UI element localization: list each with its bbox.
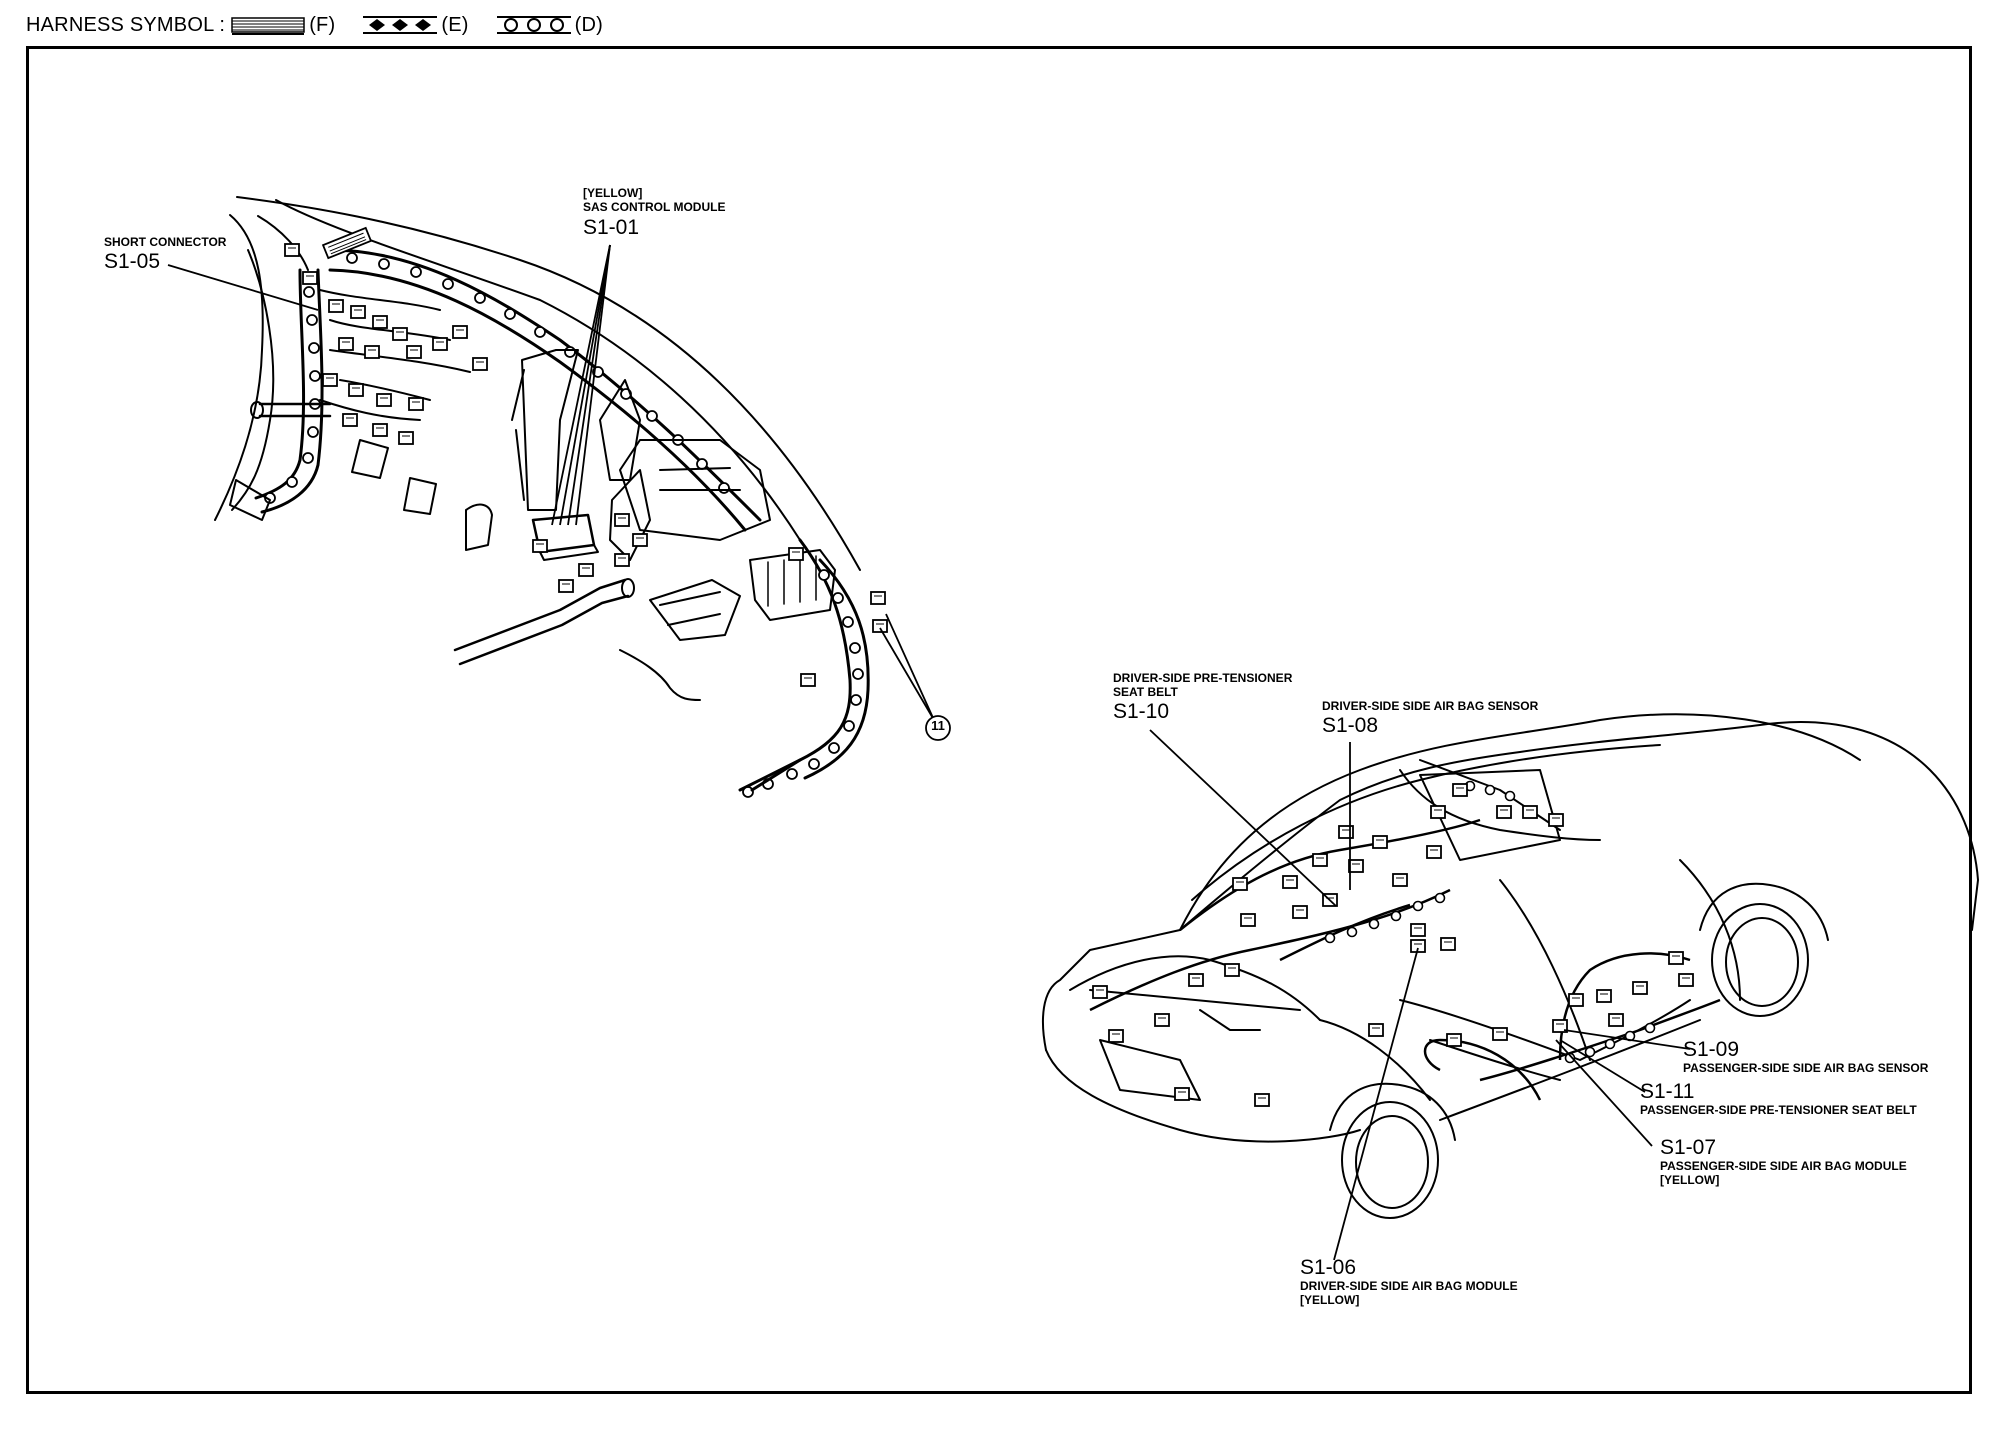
legend-code-d: (D) (574, 13, 603, 36)
s1-07-description: PASSENGER-SIDE SIDE AIR BAG MODULE (1660, 1159, 1907, 1173)
vehicle-body-drawing (1041, 713, 1979, 1219)
instrument-panel-harness-drawing (214, 196, 870, 798)
vehicle-leader-lines (1149, 729, 1691, 1261)
s1-09-description: PASSENGER-SIDE SIDE AIR BAG SENSOR (1683, 1061, 1929, 1075)
s1-11-description: PASSENGER-SIDE PRE-TENSIONER SEAT BELT (1640, 1103, 1917, 1117)
s1-10-code: S1-10 (1113, 700, 1170, 723)
instrument-panel-connectors (284, 243, 888, 687)
s1-08-description: DRIVER-SIDE SIDE AIR BAG SENSOR (1322, 699, 1539, 713)
s1-05-description: SHORT CONNECTOR (104, 235, 227, 249)
s1-01-code: S1-01 (583, 216, 640, 239)
circle-harness-symbol-icon (496, 16, 571, 34)
hatched-harness-symbol-icon (231, 17, 305, 35)
legend-code-f: (F) (309, 13, 336, 36)
dashboard-leader-lines (167, 244, 935, 721)
diamond-harness-symbol-icon (363, 16, 438, 34)
vehicle-body-harness (1089, 818, 1721, 1101)
s1-07-tag: [YELLOW] (1660, 1173, 1720, 1187)
callout-11-label: 11 (931, 718, 945, 733)
s1-10-description-line2: SEAT BELT (1113, 685, 1178, 699)
s1-01-tag: [YELLOW] (583, 186, 643, 200)
s1-06-description: DRIVER-SIDE SIDE AIR BAG MODULE (1300, 1279, 1518, 1293)
s1-01-description: SAS CONTROL MODULE (583, 200, 726, 214)
legend-title: HARNESS SYMBOL : (26, 13, 226, 36)
callout-circle-11-icon (925, 715, 951, 741)
s1-06-code: S1-06 (1300, 1256, 1357, 1279)
s1-08-code: S1-08 (1322, 714, 1379, 737)
s1-10-description-line1: DRIVER-SIDE PRE-TENSIONER (1113, 671, 1293, 685)
legend-code-e: (E) (441, 13, 469, 36)
s1-09-code: S1-09 (1683, 1038, 1740, 1061)
diagram-frame (26, 46, 1972, 1394)
s1-07-code: S1-07 (1660, 1136, 1717, 1159)
s1-11-code: S1-11 (1640, 1080, 1695, 1103)
s1-06-tag: [YELLOW] (1300, 1293, 1360, 1307)
hatched-harness-segment (321, 226, 373, 260)
harness-symbol-legend: HARNESS SYMBOL : (F) (E) (D) (26, 8, 625, 42)
s1-05-code: S1-05 (104, 250, 161, 273)
vehicle-harness-circles (1324, 780, 1656, 1064)
